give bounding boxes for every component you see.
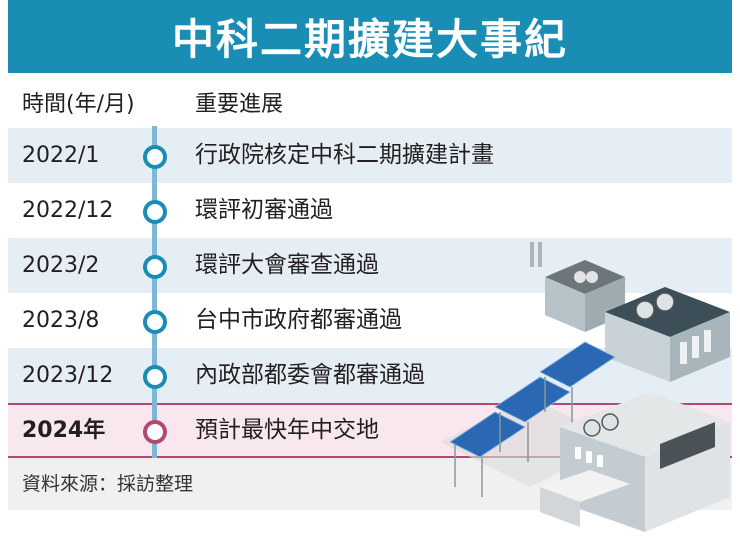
source-note: 資料來源：採訪整理 [22,473,194,495]
timeline-date: 2024年 [22,418,106,443]
timeline-date: 2023/8 [22,308,100,333]
timeline-row: 2022/12 環評初審通過 [8,183,732,238]
timeline-date: 2022/12 [22,198,114,223]
industrial-buildings-icon [440,242,730,532]
timeline-event: 台中市政府都審通過 [195,307,402,333]
title-bar: 中科二期擴建大事紀 [8,0,732,73]
timeline-event: 預計最快年中交地 [195,417,379,443]
timeline-node-icon [143,145,167,169]
timeline-node-icon [143,255,167,279]
timeline-node-icon [143,310,167,334]
timeline-date: 2022/1 [22,143,100,168]
timeline-event: 內政部都委會都審通過 [195,362,425,388]
column-header-progress: 重要進展 [195,92,284,117]
timeline-event: 環評大會審查通過 [195,252,379,278]
column-header-time: 時間(年/月) [22,92,135,117]
timeline-node-icon [143,200,167,224]
timeline-row: 2023/2 環評大會審查通過 [8,238,732,293]
timeline-node-highlight-icon [143,420,167,444]
timeline-row: 2023/12 內政部都委會都審通過 [8,348,732,403]
timeline-event: 環評初審通過 [195,197,333,223]
timeline-line [152,126,157,458]
timeline-node-icon [143,365,167,389]
timeline-event: 行政院核定中科二期擴建計畫 [195,142,494,168]
timeline-row: 2023/8 台中市政府都審通過 [8,293,732,348]
timeline-row: 2022/1 行政院核定中科二期擴建計畫 [8,128,732,183]
page-title: 中科二期擴建大事紀 [171,15,568,64]
timeline-date: 2023/2 [22,253,100,278]
timeline-date: 2023/12 [22,363,114,388]
